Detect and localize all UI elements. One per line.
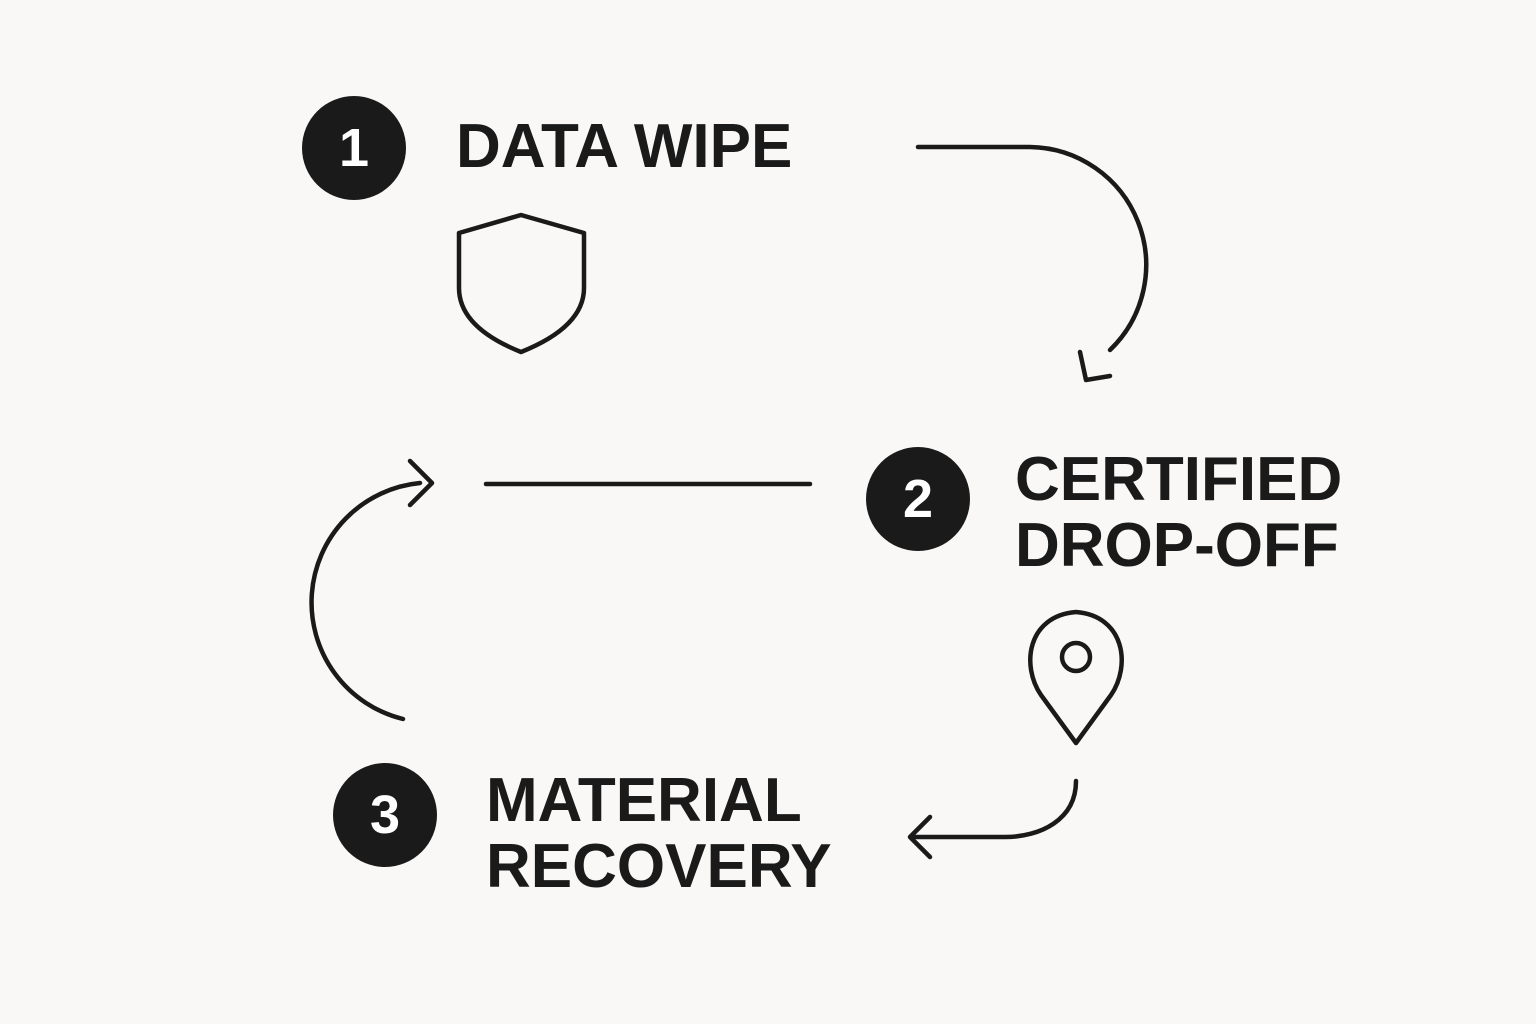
arrow-step2-to-step3 xyxy=(909,778,1079,840)
step-1-number: 1 xyxy=(338,118,370,178)
step-3-label-line-2: RECOVERY xyxy=(486,832,832,901)
arrow-step3-loop xyxy=(309,480,423,722)
step-3-badge: 3 xyxy=(333,763,437,867)
shield-icon xyxy=(456,212,587,355)
step-3-label: MATERIAL RECOVERY xyxy=(486,768,832,900)
arrowhead-step2-to-step3 xyxy=(907,814,933,860)
arrow-step1-to-step2 xyxy=(915,144,1149,353)
step-2-label-line-2: DROP-OFF xyxy=(1015,511,1339,580)
arrowhead-step3-loop xyxy=(407,458,435,508)
location-pin-icon xyxy=(1028,609,1124,746)
step-2-label-line-1: CERTIFIED xyxy=(1015,445,1343,514)
step-3-label-line-1: MATERIAL xyxy=(486,766,802,835)
step-1-label: DATA WIPE xyxy=(456,114,792,180)
step-2-label: CERTIFIED DROP-OFF xyxy=(1015,447,1342,579)
step-1-label-line-1: DATA WIPE xyxy=(456,112,793,181)
step-1-badge: 1 xyxy=(302,96,406,200)
arrowhead-step1-to-step2 xyxy=(1077,349,1113,383)
step-2-badge: 2 xyxy=(866,447,970,551)
step-3-number: 3 xyxy=(369,785,401,845)
step-2-number: 2 xyxy=(902,469,934,529)
